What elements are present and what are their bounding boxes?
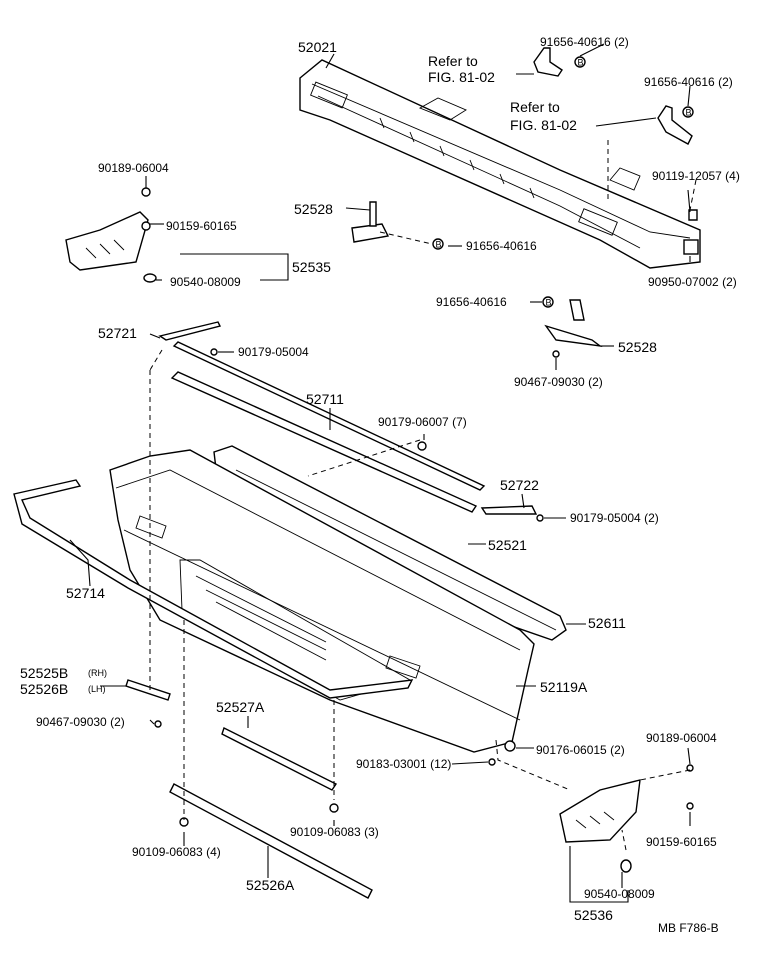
label-90159-60165-top: 90159-60165	[166, 219, 237, 233]
retainer-52528-right: B	[542, 296, 603, 358]
label-90189-06004-bottom: 90189-06004	[646, 731, 717, 745]
label-52526A: 52526A	[246, 877, 295, 893]
bracket-52525B-52526B	[125, 679, 171, 728]
label-52521: 52521	[488, 537, 527, 553]
label-90119-12057: 90119-12057 (4)	[652, 169, 740, 183]
label-90189-06004-top: 90189-06004	[98, 161, 169, 175]
retainer-52526A	[169, 783, 373, 899]
label-90179-06007: 90179-06007 (7)	[378, 415, 467, 429]
retainer-52527A	[221, 727, 339, 813]
label-52527A: 52527A	[216, 699, 265, 715]
moulding-52722	[480, 505, 544, 522]
label-52722: 52722	[500, 477, 539, 493]
label-90109-06083-4: 90109-06083 (4)	[132, 845, 221, 859]
svg-text:B: B	[578, 58, 584, 68]
label-52526B-lh: (LH)	[88, 684, 106, 694]
label-52536: 52536	[574, 907, 613, 923]
bracket-52535	[65, 187, 157, 283]
label-90540-08009-top: 90540-08009	[170, 275, 241, 289]
strip-52714	[13, 479, 414, 699]
label-91656-40616-c: 91656-40616	[466, 239, 537, 253]
label-52528-top: 52528	[294, 201, 333, 217]
bracket-52536	[488, 740, 694, 873]
retainer-52528-upper: B	[351, 201, 444, 250]
footer-code: MB F786-B	[658, 921, 719, 935]
label-52119A: 52119A	[540, 679, 588, 695]
label-91656-40616-b: 91656-40616 (2)	[644, 75, 733, 89]
label-90179-05004-top: 90179-05004	[238, 345, 309, 359]
label-52711: 52711	[306, 391, 344, 407]
leader-lines	[69, 43, 691, 903]
fig-ref-1: FIG. 81-02	[428, 69, 495, 85]
label-90950-07002: 90950-07002 (2)	[648, 275, 737, 289]
label-52525B-rh: (RH)	[88, 668, 107, 678]
moulding-52711	[170, 341, 486, 513]
label-90540-08009-bottom: 90540-08009	[584, 887, 655, 901]
refer-to-text-1: Refer to	[428, 53, 478, 69]
fig-ref-2: FIG. 81-02	[510, 117, 577, 133]
assembly-lines	[149, 140, 697, 851]
label-90109-06083-3: 90109-06083 (3)	[290, 825, 379, 839]
svg-text:B: B	[686, 108, 692, 118]
label-52535: 52535	[292, 259, 331, 275]
label-91656-40616-d: 91656-40616	[436, 295, 507, 309]
label-90467-09030-right: 90467-09030 (2)	[514, 375, 603, 389]
label-52526B: 52526B	[20, 681, 68, 697]
refer-to-text-2: Refer to	[510, 99, 560, 115]
label-52525B: 52525B	[20, 665, 68, 681]
label-90467-09030-left: 90467-09030 (2)	[36, 715, 125, 729]
label-52721: 52721	[98, 325, 137, 341]
label-52021: 52021	[298, 39, 337, 55]
label-52528-right: 52528	[618, 339, 657, 355]
label-52611: 52611	[588, 615, 626, 631]
label-90176-06015: 90176-06015 (2)	[536, 743, 625, 757]
part-labels: 52021 Refer to FIG. 81-02 Refer to FIG. …	[20, 35, 740, 935]
svg-text:B: B	[436, 240, 442, 250]
label-52714: 52714	[66, 585, 105, 601]
label-91656-40616-a: 91656-40616 (2)	[540, 35, 629, 49]
label-90179-05004-right: 90179-05004 (2)	[570, 511, 659, 525]
label-90159-60165-bottom: 90159-60165	[646, 835, 717, 849]
bumper-reinforcement-52021	[299, 59, 701, 269]
bracket-nut-upper: B B	[533, 47, 699, 255]
label-90183-03001: 90183-03001 (12)	[356, 757, 451, 771]
svg-text:B: B	[546, 298, 552, 308]
moulding-52721	[158, 321, 222, 356]
